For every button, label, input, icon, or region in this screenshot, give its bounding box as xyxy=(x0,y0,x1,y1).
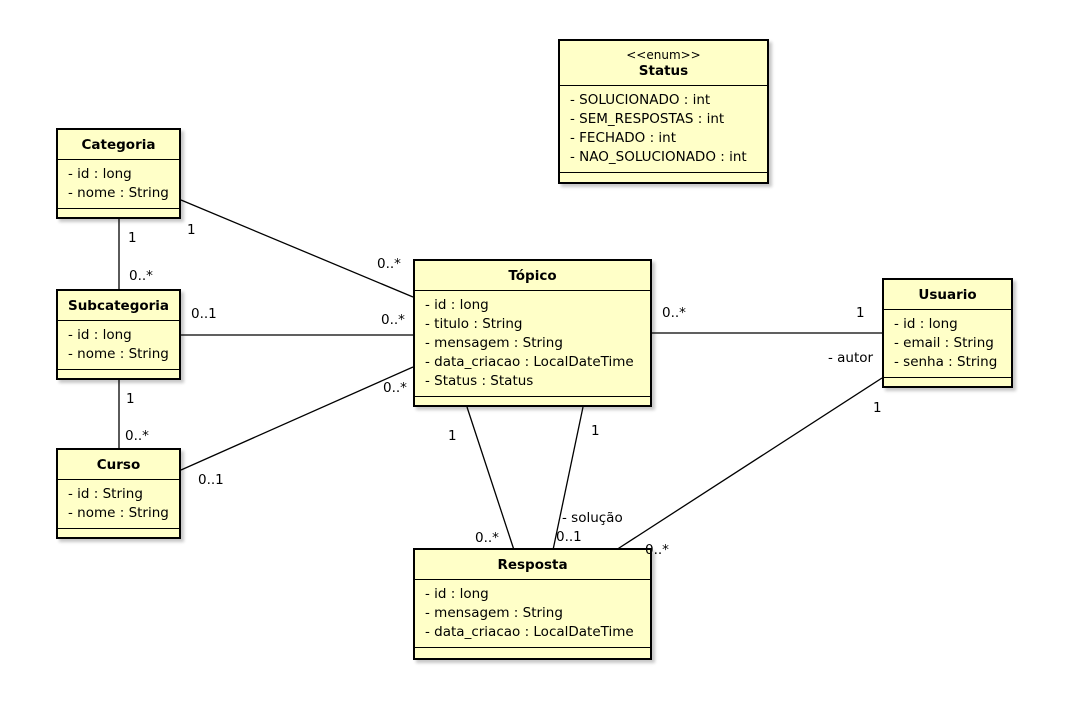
attribute: - SEM_RESPOSTAS : int xyxy=(570,111,725,127)
attribute: - senha : String xyxy=(894,354,998,370)
attribute: - NAO_SOLUCIONADO : int xyxy=(570,149,747,165)
operation-list xyxy=(58,370,179,380)
attribute: - data_criacao : LocalDateTime xyxy=(425,624,634,640)
attribute-list: - id : long - nome : String xyxy=(58,160,179,209)
attribute: - FECHADO : int xyxy=(570,130,677,146)
class-header: Subcategoria xyxy=(58,291,179,321)
multiplicity-label: 0..* xyxy=(383,380,407,396)
operation-list xyxy=(884,378,1011,388)
attribute: - id : long xyxy=(425,297,489,313)
attribute-list: - id : long - nome : String xyxy=(58,321,179,370)
class-header: Categoria xyxy=(58,130,179,160)
attribute: - id : long xyxy=(68,327,132,343)
attribute: - id : long xyxy=(894,316,958,332)
attribute: - nome : String xyxy=(68,505,169,521)
multiplicity-label: 0..* xyxy=(377,256,401,272)
attribute: - Status : Status xyxy=(425,373,534,389)
class-curso[interactable]: Curso - id : String - nome : String xyxy=(56,448,181,539)
operation-list xyxy=(58,529,179,539)
operation-list xyxy=(415,397,650,407)
multiplicity-label: 0..* xyxy=(475,530,499,546)
class-header: Usuario xyxy=(884,280,1011,310)
multiplicity-label: 1 xyxy=(187,222,196,238)
attribute: - email : String xyxy=(894,335,994,351)
multiplicity-label: 0..* xyxy=(125,428,149,444)
multiplicity-label: 1 xyxy=(128,230,137,246)
assoc-curso-topico xyxy=(180,366,414,471)
multiplicity-label: 1 xyxy=(126,391,135,407)
multiplicity-label: 0..1 xyxy=(191,306,217,322)
multiplicity-label: 1 xyxy=(856,305,865,321)
class-name: Usuario xyxy=(918,287,977,303)
class-name: Categoria xyxy=(81,137,156,153)
class-usuario[interactable]: Usuario - id : long - email : String - s… xyxy=(882,278,1013,388)
attribute-list: - id : long - email : String - senha : S… xyxy=(884,310,1011,378)
multiplicity-label: 0..* xyxy=(645,542,669,558)
multiplicity-label: 1 xyxy=(873,400,882,416)
role-label: - solução xyxy=(562,510,623,526)
attribute: - mensagem : String xyxy=(425,335,563,351)
multiplicity-label: 1 xyxy=(448,428,457,444)
attribute: - data_criacao : LocalDateTime xyxy=(425,354,634,370)
class-header: Resposta xyxy=(415,550,650,580)
attribute: - nome : String xyxy=(68,185,169,201)
multiplicity-label: 0..* xyxy=(381,312,405,328)
role-label: - autor xyxy=(828,350,874,366)
class-name: Tópico xyxy=(508,268,557,284)
multiplicity-label: 0..* xyxy=(129,268,153,284)
operation-list xyxy=(58,209,179,219)
class-header: Curso xyxy=(58,450,179,480)
class-name: Status xyxy=(638,63,689,79)
multiplicity-label: 0..1 xyxy=(198,472,224,488)
class-categoria[interactable]: Categoria - id : long - nome : String xyxy=(56,128,181,219)
attribute: - nome : String xyxy=(68,346,169,362)
operation-list xyxy=(415,648,650,658)
assoc-usuario-resposta xyxy=(615,377,883,551)
multiplicity-label: 0..* xyxy=(662,305,686,321)
attribute: - SOLUCIONADO : int xyxy=(570,92,711,108)
assoc-topico-resposta-solucao xyxy=(552,406,584,551)
class-topico[interactable]: Tópico - id : long - titulo : String - m… xyxy=(413,259,652,407)
attribute: - mensagem : String xyxy=(425,605,563,621)
class-name: Subcategoria xyxy=(67,298,170,314)
attribute-list: - id : long - mensagem : String - data_c… xyxy=(415,580,650,648)
attribute: - id : long xyxy=(425,586,489,602)
attribute: - id : String xyxy=(68,486,143,502)
assoc-topico-resposta xyxy=(466,406,515,551)
assoc-categoria-topico xyxy=(180,199,414,298)
class-header: Tópico xyxy=(415,261,650,291)
class-name: Resposta xyxy=(497,557,568,573)
attribute-list: - id : long - titulo : String - mensagem… xyxy=(415,291,650,397)
class-header: <<enum>> Status xyxy=(560,41,767,86)
attribute-list: - id : String - nome : String xyxy=(58,480,179,529)
class-subcategoria[interactable]: Subcategoria - id : long - nome : String xyxy=(56,289,181,380)
attribute: - titulo : String xyxy=(425,316,523,332)
attribute-list: - SOLUCIONADO : int - SEM_RESPOSTAS : in… xyxy=(560,86,767,173)
multiplicity-label: 0..1 xyxy=(556,529,582,545)
class-name: Curso xyxy=(96,457,141,473)
class-resposta[interactable]: Resposta - id : long - mensagem : String… xyxy=(413,548,652,660)
class-status[interactable]: <<enum>> Status - SOLUCIONADO : int - SE… xyxy=(558,39,769,184)
class-stereotype: <<enum>> xyxy=(626,48,701,62)
attribute: - id : long xyxy=(68,166,132,182)
multiplicity-label: 1 xyxy=(591,423,600,439)
operation-list xyxy=(560,173,767,183)
